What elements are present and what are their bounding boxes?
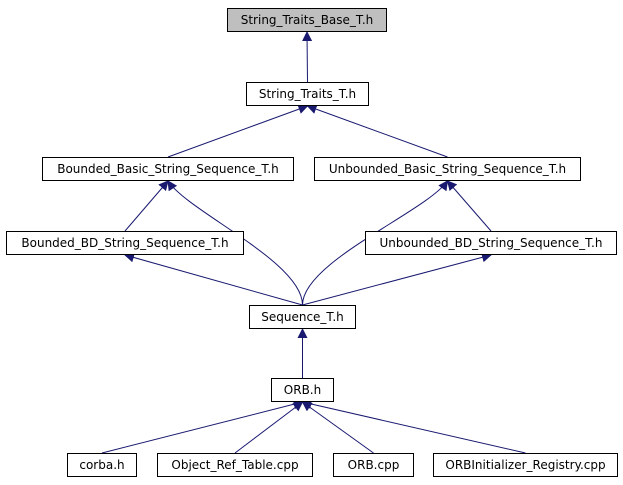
node-bounded-bd-string-sequence[interactable]: Bounded_BD_String_Sequence_T.h	[6, 231, 244, 255]
node-orbinitializer-registry[interactable]: ORBInitializer_Registry.cpp	[433, 453, 618, 477]
node-orb-cpp[interactable]: ORB.cpp	[333, 453, 414, 477]
node-string-traits-base: String_Traits_Base_T.h	[227, 8, 387, 32]
node-corba-h[interactable]: corba.h	[67, 453, 137, 477]
node-unbounded-basic-string-sequence[interactable]: Unbounded_Basic_String_Sequence_T.h	[314, 157, 581, 181]
edge-bounded_basic-to-string_traits	[167, 104, 309, 158]
node-sequence[interactable]: Sequence_T.h	[249, 305, 356, 329]
edge-object_ref_table-to-orb_h	[234, 401, 304, 454]
node-object-ref-table[interactable]: Object_Ref_Table.cpp	[157, 453, 313, 477]
edge-sequence-to-bounded_bd	[124, 252, 303, 306]
node-string-traits[interactable]: String_Traits_T.h	[246, 82, 369, 106]
edge-unbounded_basic-to-string_traits	[306, 104, 448, 158]
edge-bounded_bd-to-bounded_basic	[124, 180, 169, 232]
edge-orbinitializer_registry-to-orb_h	[301, 399, 526, 454]
edge-string_traits-to-string_traits_base	[302, 31, 313, 83]
node-unbounded-bd-string-sequence[interactable]: Unbounded_BD_String_Sequence_T.h	[365, 231, 617, 255]
edge-orb_cpp-to-orb_h	[301, 401, 374, 454]
node-orb-h[interactable]: ORB.h	[271, 378, 334, 402]
node-bounded-basic-string-sequence[interactable]: Bounded_Basic_String_Sequence_T.h	[42, 157, 294, 181]
edge-unbounded_bd-to-unbounded_basic	[446, 180, 492, 232]
edge-corba_h-to-orb_h	[101, 399, 304, 454]
edge-sequence-to-unbounded_bd	[302, 252, 492, 306]
